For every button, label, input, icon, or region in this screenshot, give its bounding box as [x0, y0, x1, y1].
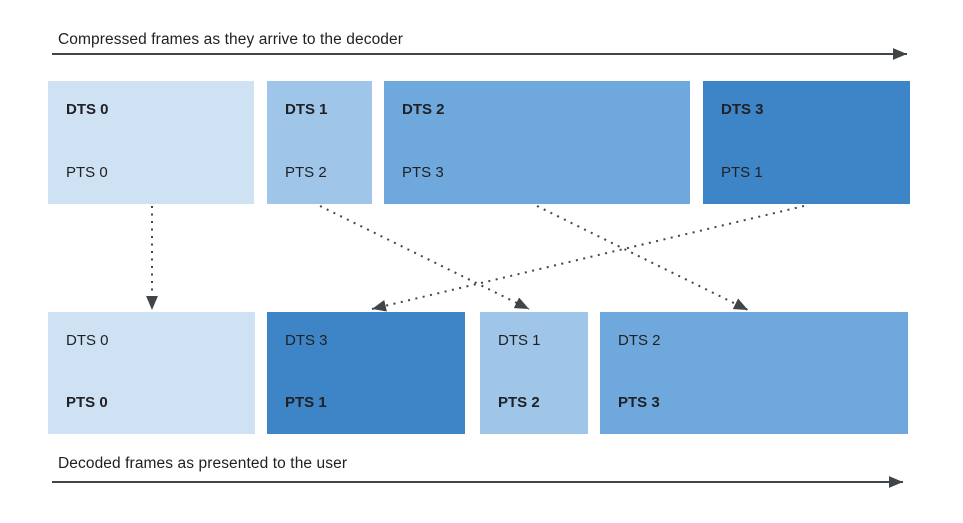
- dts-label: DTS 0: [66, 101, 109, 118]
- dts-label: DTS 3: [285, 332, 328, 349]
- dts-label: DTS 1: [498, 332, 541, 349]
- dts-label: DTS 1: [285, 101, 328, 118]
- decoded-frames-axis-label: Decoded frames as presented to the user: [58, 455, 348, 472]
- pts-label: PTS 2: [285, 164, 327, 181]
- frame-box-pts3-output: DTS 2 PTS 3: [600, 312, 908, 434]
- pts-label: PTS 0: [66, 394, 108, 411]
- frame-box-pts2-output: DTS 1 PTS 2: [480, 312, 588, 434]
- pts-label: PTS 1: [285, 394, 327, 411]
- connector-frame-pts2-arrow: [319, 205, 530, 310]
- frame-box-dts3-input: DTS 3 PTS 1: [703, 81, 910, 204]
- pts-label: PTS 2: [498, 394, 540, 411]
- dts-label: DTS 0: [66, 332, 109, 349]
- dts-label: DTS 2: [402, 101, 445, 118]
- frame-box-pts1-output: DTS 3 PTS 1: [267, 312, 465, 434]
- pts-label: PTS 0: [66, 164, 108, 181]
- frame-box-dts0-input: DTS 0 PTS 0: [48, 81, 254, 204]
- frame-box-dts1-input: DTS 1 PTS 2: [267, 81, 372, 204]
- connector-frame-pts3-arrow: [536, 205, 749, 311]
- pts-label: PTS 3: [618, 394, 660, 411]
- pts-label: PTS 3: [402, 164, 444, 181]
- connector-frame-pts1-arrow: [371, 205, 805, 312]
- frame-box-dts2-input: DTS 2 PTS 3: [384, 81, 690, 204]
- dts-label: DTS 2: [618, 332, 661, 349]
- compressed-frames-axis-label: Compressed frames as they arrive to the …: [58, 31, 403, 48]
- frame-box-pts0-output: DTS 0 PTS 0: [48, 312, 255, 434]
- pts-label: PTS 1: [721, 164, 763, 181]
- dts-label: DTS 3: [721, 101, 764, 118]
